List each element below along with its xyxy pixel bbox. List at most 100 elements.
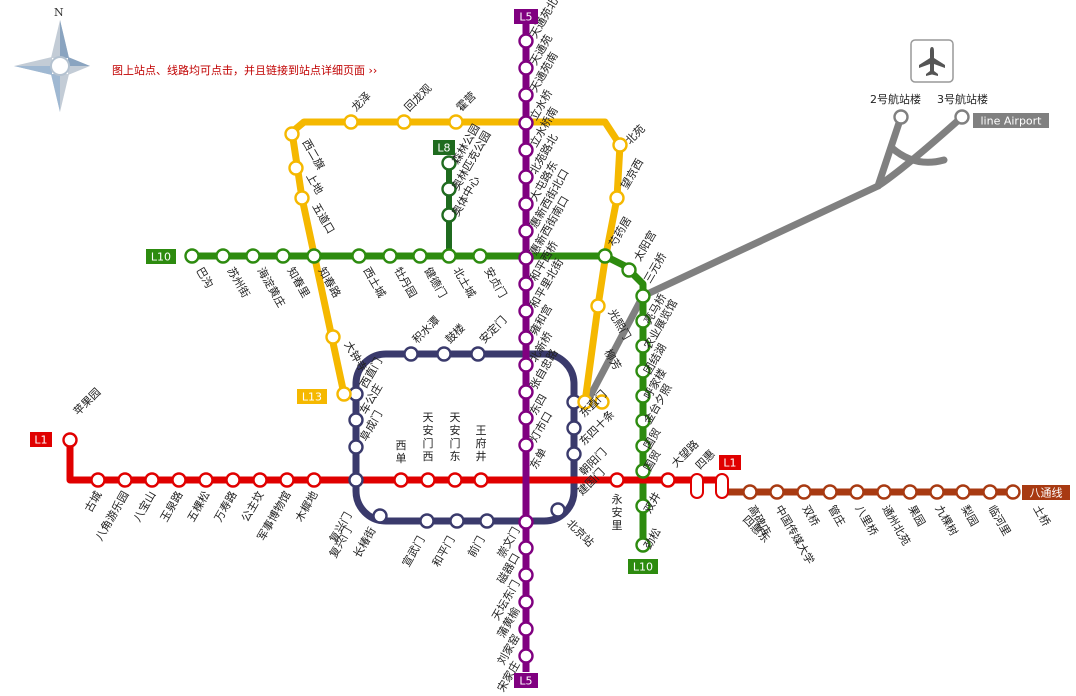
station-label[interactable]: 霍营 — [453, 89, 478, 114]
station-label[interactable]: 知春里 — [284, 265, 313, 301]
station-太阳宫[interactable] — [621, 262, 637, 278]
station-东四[interactable] — [518, 410, 534, 426]
station-label[interactable]: 牡丹园 — [391, 265, 420, 301]
station-柳芳[interactable] — [594, 394, 610, 410]
station-label[interactable]: 2号航站楼 — [870, 92, 921, 106]
station-国贸[interactable] — [635, 463, 651, 479]
station-大望路[interactable] — [660, 472, 676, 488]
station-北苑路北[interactable] — [518, 169, 534, 185]
station-label[interactable]: 鼓楼 — [442, 321, 467, 346]
station-知春路[interactable] — [306, 248, 322, 264]
station-公主坟[interactable] — [252, 472, 268, 488]
station-label[interactable]: 前门 — [464, 534, 487, 560]
station-巴沟[interactable] — [184, 248, 200, 264]
station-龙泽[interactable] — [343, 114, 359, 130]
station-label[interactable]: 永 — [612, 492, 623, 506]
station-奥林匹克公园[interactable] — [441, 181, 457, 197]
station-芍药居[interactable] — [597, 248, 613, 264]
station-管庄[interactable] — [822, 484, 838, 500]
station-和平门[interactable] — [449, 513, 465, 529]
station-label[interactable]: 五棵松 — [184, 489, 213, 525]
station-木樨地[interactable] — [306, 472, 322, 488]
station-安定门[interactable] — [470, 346, 486, 362]
station-label[interactable]: 单 — [396, 452, 407, 465]
station-label[interactable]: 巴沟 — [193, 265, 215, 291]
station-北新桥[interactable] — [518, 357, 534, 373]
station-东直门[interactable] — [577, 394, 593, 410]
station-label[interactable]: 土桥 — [1030, 503, 1052, 529]
badge-line-1-west[interactable]: L1 — [30, 432, 52, 447]
station-团结湖[interactable] — [635, 363, 651, 379]
station-立水桥[interactable] — [518, 115, 534, 131]
station-label[interactable]: 东 — [450, 450, 461, 463]
station-label[interactable]: 健德门 — [421, 265, 450, 301]
station-金台夕照[interactable] — [635, 413, 651, 429]
station-光熙门[interactable] — [590, 298, 606, 314]
station-海淀黄庄[interactable] — [245, 248, 261, 264]
station-五道口[interactable] — [294, 190, 310, 206]
station-和平里北街[interactable] — [518, 303, 534, 319]
station-阜成门[interactable] — [348, 439, 364, 455]
station-八角游乐园[interactable] — [117, 472, 133, 488]
station-label[interactable]: 双桥 — [799, 503, 821, 529]
station-天坛东门[interactable] — [518, 567, 534, 583]
station-label[interactable]: 苹果园 — [70, 385, 103, 418]
station-label[interactable]: 西 — [396, 439, 407, 452]
station-label[interactable]: 玉泉路 — [157, 489, 186, 525]
station-label[interactable]: 回龙观 — [402, 82, 435, 115]
station-2号航站楼[interactable] — [893, 109, 909, 125]
station-苏州街[interactable] — [215, 248, 231, 264]
station-双井[interactable] — [635, 498, 651, 514]
station-label[interactable]: 海淀黄庄 — [254, 265, 288, 310]
station-高碑店[interactable] — [742, 484, 758, 500]
station-东四十条[interactable] — [566, 420, 582, 436]
station-万寿路[interactable] — [225, 472, 241, 488]
station-西二旗[interactable] — [284, 126, 300, 142]
station-惠新西街南口[interactable] — [518, 250, 534, 266]
station-label[interactable]: 龙泽 — [349, 89, 374, 114]
station-label[interactable]: 门 — [450, 436, 461, 450]
station-朝阳门[interactable] — [566, 446, 582, 462]
station-大钟寺[interactable] — [325, 329, 341, 345]
station-苹果园[interactable] — [62, 432, 78, 448]
station-label[interactable]: 井 — [476, 449, 487, 463]
station-梨园[interactable] — [955, 484, 971, 500]
station-label[interactable]: 古城 — [82, 489, 104, 515]
station-天通苑北[interactable] — [518, 33, 534, 49]
station-五棵松[interactable] — [198, 472, 214, 488]
station-军事博物馆[interactable] — [279, 472, 295, 488]
station-知春里[interactable] — [275, 248, 291, 264]
station-八里桥[interactable] — [849, 484, 865, 500]
station-王府井[interactable] — [473, 472, 489, 488]
station-label[interactable]: 北京站 — [564, 516, 597, 549]
station-健德门[interactable] — [412, 248, 428, 264]
station-西单[interactable] — [393, 472, 409, 488]
station-label[interactable]: 八宝山 — [130, 489, 159, 525]
station-奥体中心[interactable] — [441, 207, 457, 223]
station-label[interactable]: 刘家窑 — [494, 632, 523, 668]
station-磁器口[interactable] — [518, 540, 534, 556]
station-上地[interactable] — [288, 160, 304, 176]
badge-batong-line[interactable]: 八通线 — [1022, 485, 1070, 500]
station-中国传媒大学[interactable] — [769, 484, 785, 500]
station-灯市口[interactable] — [518, 437, 534, 453]
station-西土城[interactable] — [351, 248, 367, 264]
station-八宝山[interactable] — [144, 472, 160, 488]
station-label[interactable]: 王 — [476, 424, 487, 437]
airport-line[interactable] — [583, 113, 966, 406]
station-label[interactable]: 宣武门 — [399, 534, 428, 570]
station-label[interactable]: 和平门 — [429, 534, 458, 570]
station-label[interactable]: 五道口 — [309, 201, 338, 237]
station-label[interactable]: 木樨地 — [292, 489, 321, 525]
station-3号航站楼[interactable] — [954, 109, 970, 125]
station-三元桥[interactable] — [635, 288, 651, 304]
station-label[interactable]: 积水潭 — [410, 314, 443, 347]
badge-airport-line[interactable]: line Airport — [973, 113, 1049, 128]
station-古城[interactable] — [90, 472, 106, 488]
station-label[interactable]: 八里桥 — [852, 503, 880, 538]
station-label[interactable]: 梨园 — [958, 503, 981, 529]
station-天安门西[interactable] — [420, 472, 436, 488]
station-蒲黄榆[interactable] — [518, 594, 534, 610]
station-呼家楼[interactable] — [635, 388, 651, 404]
badge-line-13[interactable]: L13 — [297, 389, 327, 404]
